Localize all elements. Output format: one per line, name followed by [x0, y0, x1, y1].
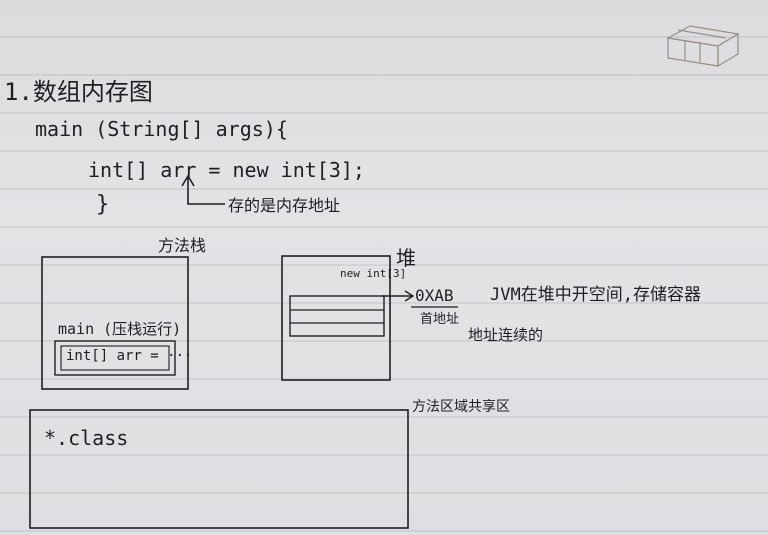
- heap-contiguous-note: 地址连续的: [468, 326, 544, 344]
- cube-logo-icon: [666, 25, 740, 68]
- stack-main-frame-label: main (压栈运行): [58, 320, 182, 338]
- heap-jvm-note: JVM在堆中开空间,存储容器: [490, 285, 701, 305]
- heap-first-address: 首地址: [420, 312, 460, 327]
- heap-address: 0XAB: [415, 286, 454, 305]
- method-area-class: *.class: [44, 426, 129, 450]
- heap-new-label: new int[3]: [340, 267, 407, 280]
- page-title: 1.数组内存图: [4, 78, 153, 106]
- code-main-signature: main (String[] args){: [35, 117, 288, 141]
- code-array-declaration: int[] arr = new int[3];: [88, 158, 365, 182]
- method-area-box: [29, 409, 409, 529]
- stack-box: [41, 256, 189, 390]
- stack-frame: [54, 340, 176, 376]
- annotation-memory-address: 存的是内存地址: [228, 196, 341, 215]
- method-area-label: 方法区域共享区: [412, 399, 510, 415]
- heap-label: 堆: [396, 246, 416, 270]
- stack-variable-label: int[] arr = ···: [66, 348, 193, 364]
- stack-label: 方法栈: [158, 236, 207, 255]
- code-close-brace: }: [96, 192, 110, 217]
- heap-box: [281, 255, 391, 381]
- heap-array: [289, 295, 385, 337]
